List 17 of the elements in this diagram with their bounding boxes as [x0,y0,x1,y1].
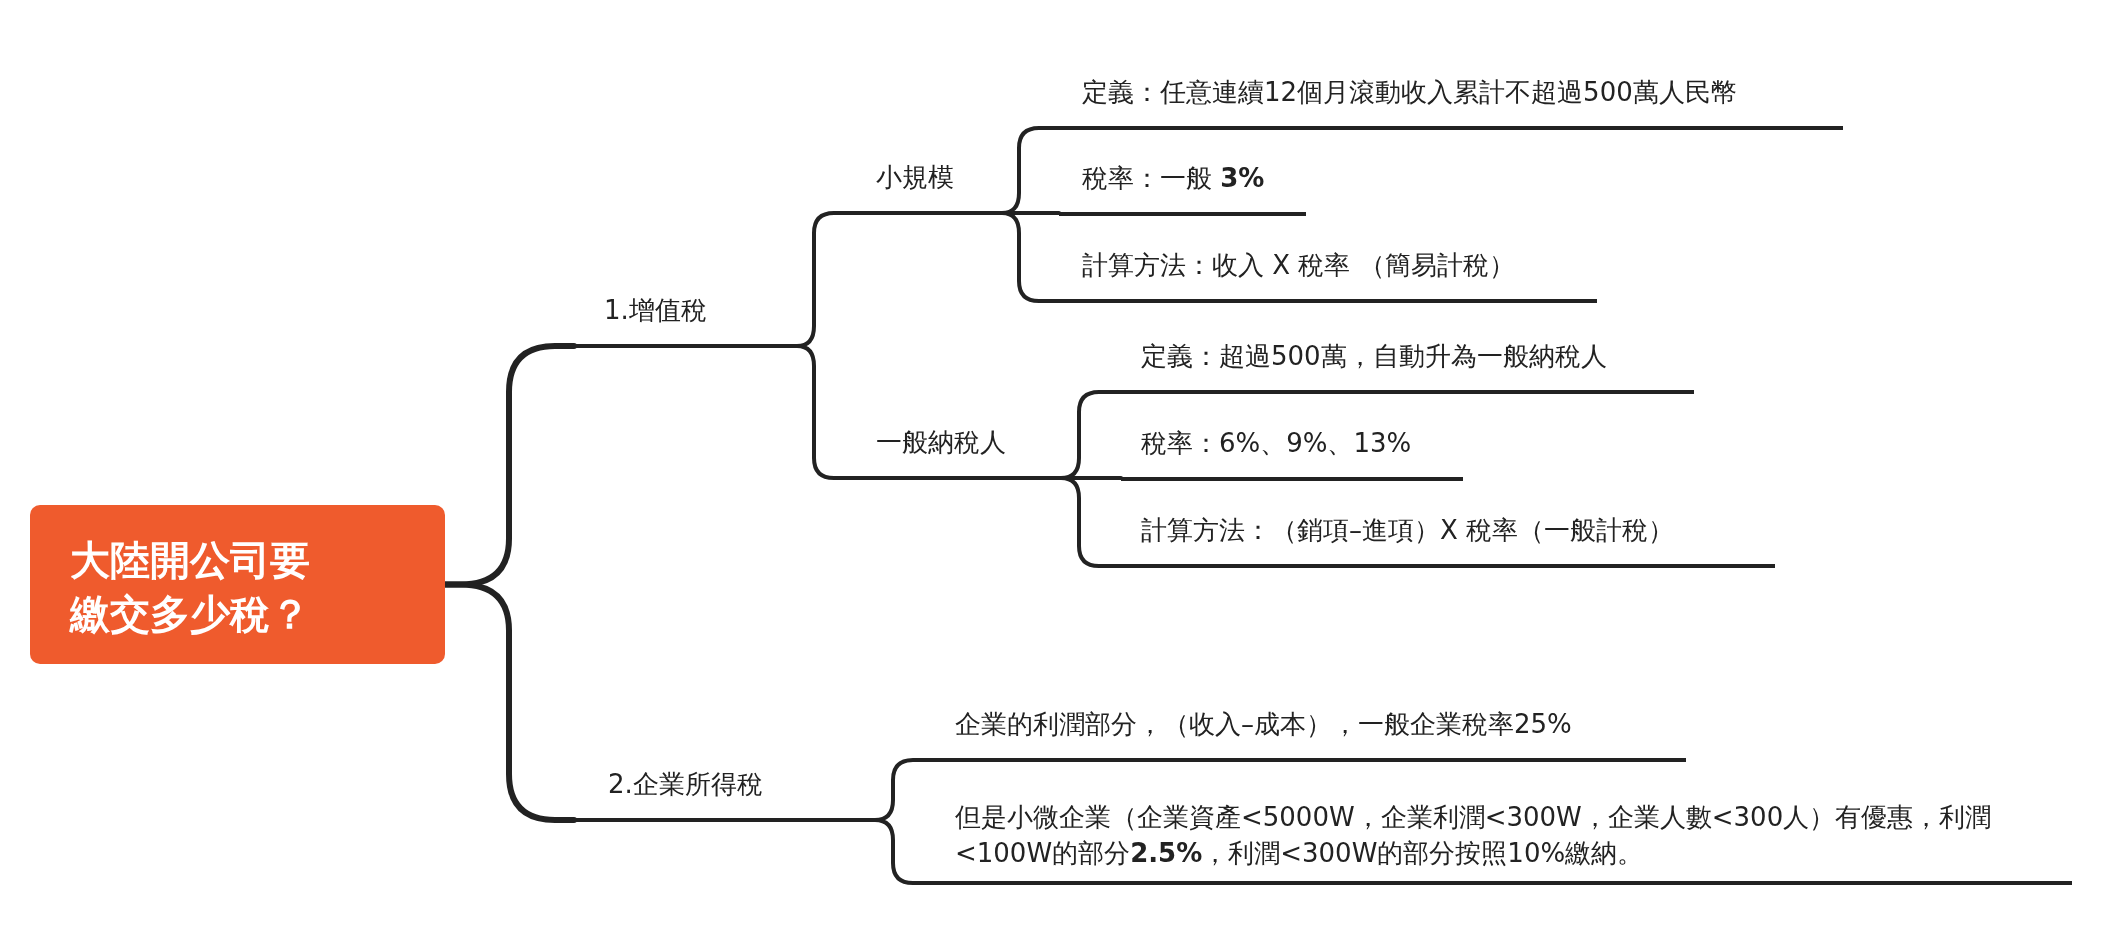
underlined-topic: 一般納稅人 [852,416,1042,480]
underlined-topic: 計算方法：收入 X 稅率 （簡易計稅） [1059,239,1597,303]
bracket-line [853,818,936,885]
underlined-topic: 定義：超過500萬，自動升為一般納稅人 [1121,330,1694,394]
underlined-topic: 企業的利潤部分，（收入–成本），一般企業稅率25% [934,698,1686,762]
topic-box: 大陸開公司要繳交多少稅？ [30,505,445,664]
underlined-topic: 稅率：6%、9%、13% [1121,417,1463,481]
underlined-topic: 但是小微企業（企業資產<5000W，企業利潤<300W，企業人數<300人）有優惠，利潤<100W的部分2.5%，利潤<300W的部分按照10%繳納。 [934,785,2072,885]
bracket-line [1040,476,1123,568]
underlined-topic: 定義：任意連續12個月滾動收入累計不超過500萬人民幣 [1059,66,1843,130]
bracket-line [981,211,1061,303]
underlined-topic: 1.增值稅 [574,284,776,348]
underlined-topic: 2.企業所得稅 [574,758,855,822]
bracket-line [774,344,854,480]
underlined-topic: 計算方法：（銷項–進項）X 稅率（一般計稅） [1121,504,1775,568]
underlined-topic: 稅率：一般 3% [1059,152,1306,216]
underlined-topic: 小規模 [852,151,983,215]
